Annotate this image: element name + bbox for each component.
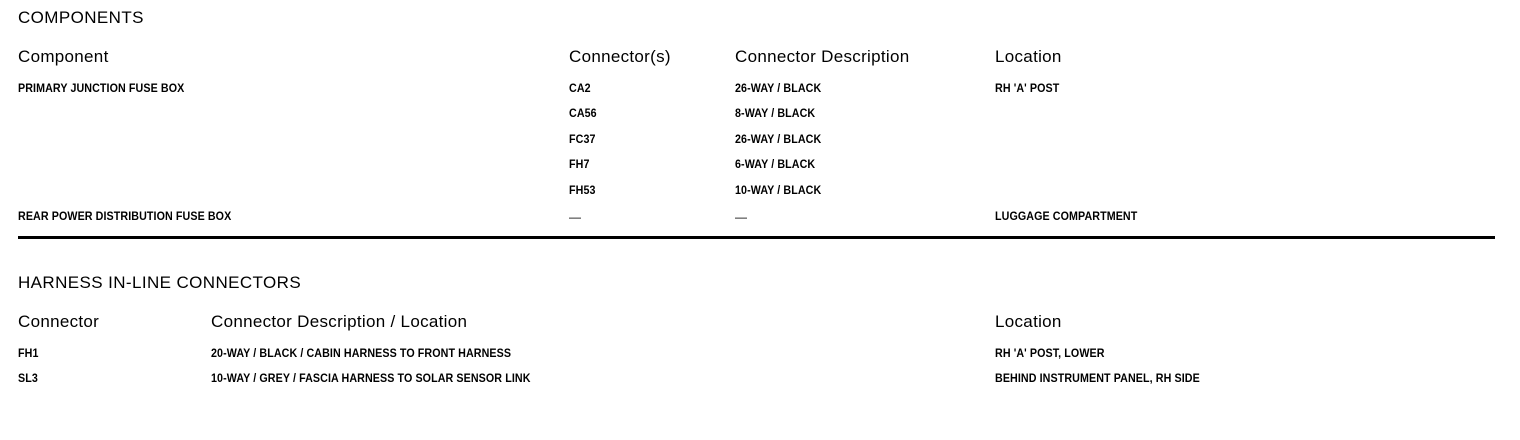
column-header-connector-description: Connector Description — [735, 47, 910, 66]
table-row: PRIMARY JUNCTION FUSE BOX — [18, 83, 185, 95]
table-row: — — [735, 210, 748, 224]
table-row: RH 'A' POST, LOWER — [995, 348, 1105, 360]
column-header-connector-description-location: Connector Description / Location — [211, 312, 468, 331]
table-row: 8-WAY / BLACK — [735, 108, 816, 120]
table-row: 6-WAY / BLACK — [735, 159, 816, 171]
table-row: FC37 — [569, 134, 596, 146]
column-header-connector: Connector — [18, 312, 100, 331]
column-header-location-2: Location — [995, 312, 1062, 331]
table-row: SL3 — [18, 373, 38, 385]
table-row: CA2 — [569, 83, 591, 95]
table-row: FH53 — [569, 185, 596, 197]
table-row: 10-WAY / BLACK — [735, 185, 822, 197]
section-divider — [18, 236, 1495, 239]
section-title-harness-in-line-connectors: HARNESS IN-LINE CONNECTORS — [18, 273, 302, 292]
table-row: 20-WAY / BLACK / CABIN HARNESS TO FRONT … — [211, 348, 512, 360]
table-row: FH1 — [18, 348, 39, 360]
table-row: — — [569, 210, 582, 224]
table-row: 10-WAY / GREY / FASCIA HARNESS TO SOLAR … — [211, 373, 531, 385]
table-row: RH 'A' POST — [995, 83, 1060, 95]
table-row: FH7 — [569, 159, 590, 171]
column-header-connectors: Connector(s) — [569, 47, 671, 66]
column-header-component: Component — [18, 47, 109, 66]
table-row: 26-WAY / BLACK — [735, 83, 822, 95]
section-title-components: COMPONENTS — [18, 8, 144, 27]
table-row: CA56 — [569, 108, 597, 120]
table-row: BEHIND INSTRUMENT PANEL, RH SIDE — [995, 373, 1200, 385]
table-row: LUGGAGE COMPARTMENT — [995, 211, 1138, 223]
column-header-location: Location — [995, 47, 1062, 66]
table-row: REAR POWER DISTRIBUTION FUSE BOX — [18, 211, 232, 223]
table-row: 26-WAY / BLACK — [735, 134, 822, 146]
